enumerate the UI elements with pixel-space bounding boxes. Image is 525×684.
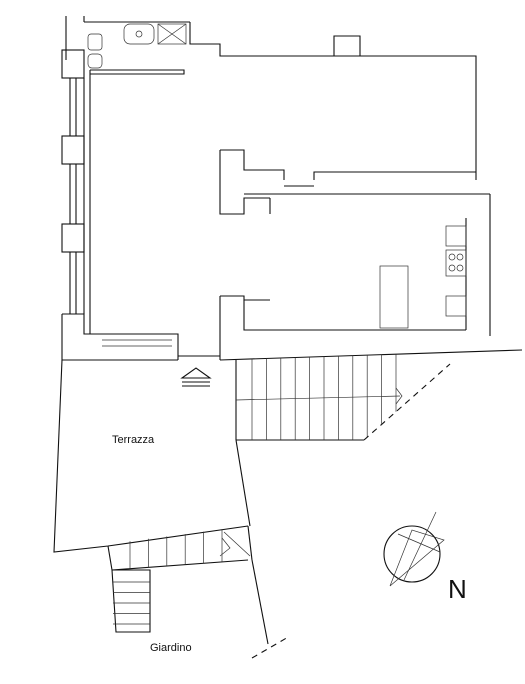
entrance-arrow-icon — [180, 367, 212, 387]
garden-boundary — [251, 559, 269, 645]
west-facade — [61, 16, 178, 361]
fridge-icon — [445, 225, 467, 247]
bathroom — [84, 21, 477, 180]
shower-icon — [157, 23, 187, 45]
terrace-label: Terrazza — [112, 434, 155, 446]
garden-boundary-dashed — [251, 635, 291, 659]
cooktop-icon — [445, 249, 467, 277]
kitchen — [379, 218, 467, 330]
garden-staircase — [107, 525, 253, 633]
main-staircase — [235, 354, 451, 441]
north-label: N — [448, 574, 467, 604]
south-wall — [90, 295, 523, 361]
sink-icon — [123, 23, 155, 45]
garden-label: Giardino — [150, 642, 192, 654]
toilet-icon — [87, 53, 103, 69]
chimney — [333, 35, 361, 56]
terrace-boundary — [53, 359, 251, 553]
compass-icon — [383, 511, 445, 587]
oven-icon — [445, 295, 467, 317]
bidet-icon — [87, 33, 103, 51]
kitchen-island — [379, 265, 409, 329]
interior-partition — [219, 149, 491, 336]
